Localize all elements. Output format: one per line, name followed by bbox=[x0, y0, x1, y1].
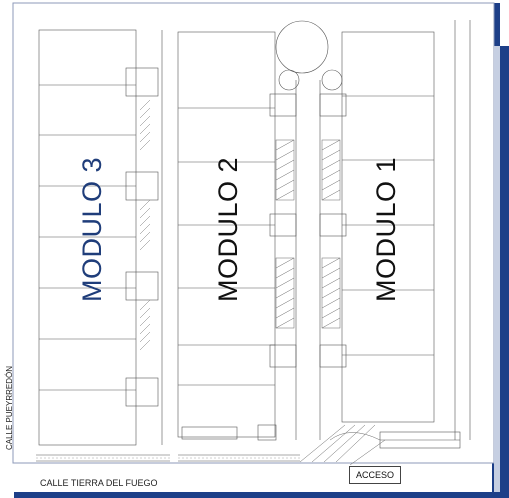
access-label: ACCESO bbox=[349, 466, 401, 484]
module-1-building bbox=[341, 31, 435, 423]
street-label-side: CALLE PUEYRREDÓN bbox=[5, 365, 14, 451]
module-1-label: MODULO 1 bbox=[371, 156, 401, 302]
module-3-label: MODULO 3 bbox=[77, 156, 107, 302]
module-2-label: MODULO 2 bbox=[213, 156, 243, 302]
module-2-building bbox=[177, 31, 276, 438]
street-label-bottom: CALLE TIERRA DEL FUEGO bbox=[40, 478, 158, 488]
module-3-building bbox=[38, 29, 137, 446]
